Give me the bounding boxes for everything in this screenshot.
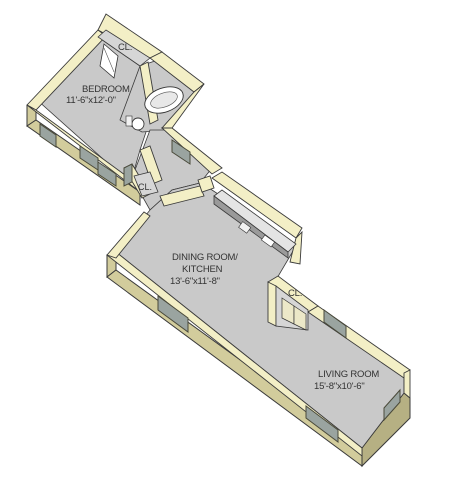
toilet-icon	[131, 117, 145, 131]
bedroom-dims: 11'-6"x12'-0"	[66, 95, 116, 106]
living-closet-door-right	[293, 305, 307, 331]
sink-icon	[260, 234, 276, 248]
hall-north-wall	[160, 127, 223, 175]
kitchen-east-wall	[289, 230, 303, 265]
living-window-1	[305, 405, 339, 443]
dining-window	[157, 295, 189, 333]
wall-tops	[26, 13, 411, 457]
bedroom-name: BEDROOM	[82, 84, 130, 95]
bedroom-closet-label: CL.	[118, 42, 132, 53]
dining-kitchen-name-1: DINING ROOM/	[172, 252, 238, 263]
living-closet-label: CL.	[288, 288, 302, 299]
bedroom-window-3	[97, 161, 117, 187]
living-name: LIVING ROOM	[318, 369, 379, 380]
bedroom-closet-door	[99, 43, 119, 79]
living-window-2	[323, 309, 347, 339]
bath-fixtures	[125, 86, 184, 131]
kitchen-counter	[213, 189, 297, 259]
dining-hall-partition	[159, 185, 205, 207]
hall-closet	[133, 171, 159, 197]
living-east-wall	[403, 369, 411, 399]
kitchen-north-wall	[211, 171, 303, 239]
dining-kitchen-dims: 13'-6"x11'-8"	[170, 276, 220, 287]
living-closet	[275, 285, 309, 331]
vanity-icon	[125, 115, 133, 127]
hall-window	[171, 139, 191, 165]
hall-closet-label: CL.	[138, 182, 152, 192]
living-east-window	[383, 388, 401, 422]
bedroom-closet-floor	[97, 29, 151, 67]
bathtub-inner	[150, 91, 178, 109]
hall-closet-floor	[133, 171, 159, 197]
dining-west-wall	[106, 211, 151, 259]
windows	[39, 123, 401, 443]
stove-icon	[238, 221, 252, 234]
bedroom-window-1	[39, 123, 57, 148]
dining-kitchen-name-2: KITCHEN	[182, 264, 223, 275]
living-closet-west-wall	[267, 281, 277, 327]
bedroom-closet	[97, 29, 151, 79]
room-labels: CL. BEDROOM 11'-6"x12'-0" CL. DINING ROO…	[66, 42, 380, 392]
hall-closet-window	[123, 163, 133, 187]
living-dims: 15'-8"x10'-6"	[314, 381, 365, 392]
kitchen-column	[197, 175, 215, 193]
